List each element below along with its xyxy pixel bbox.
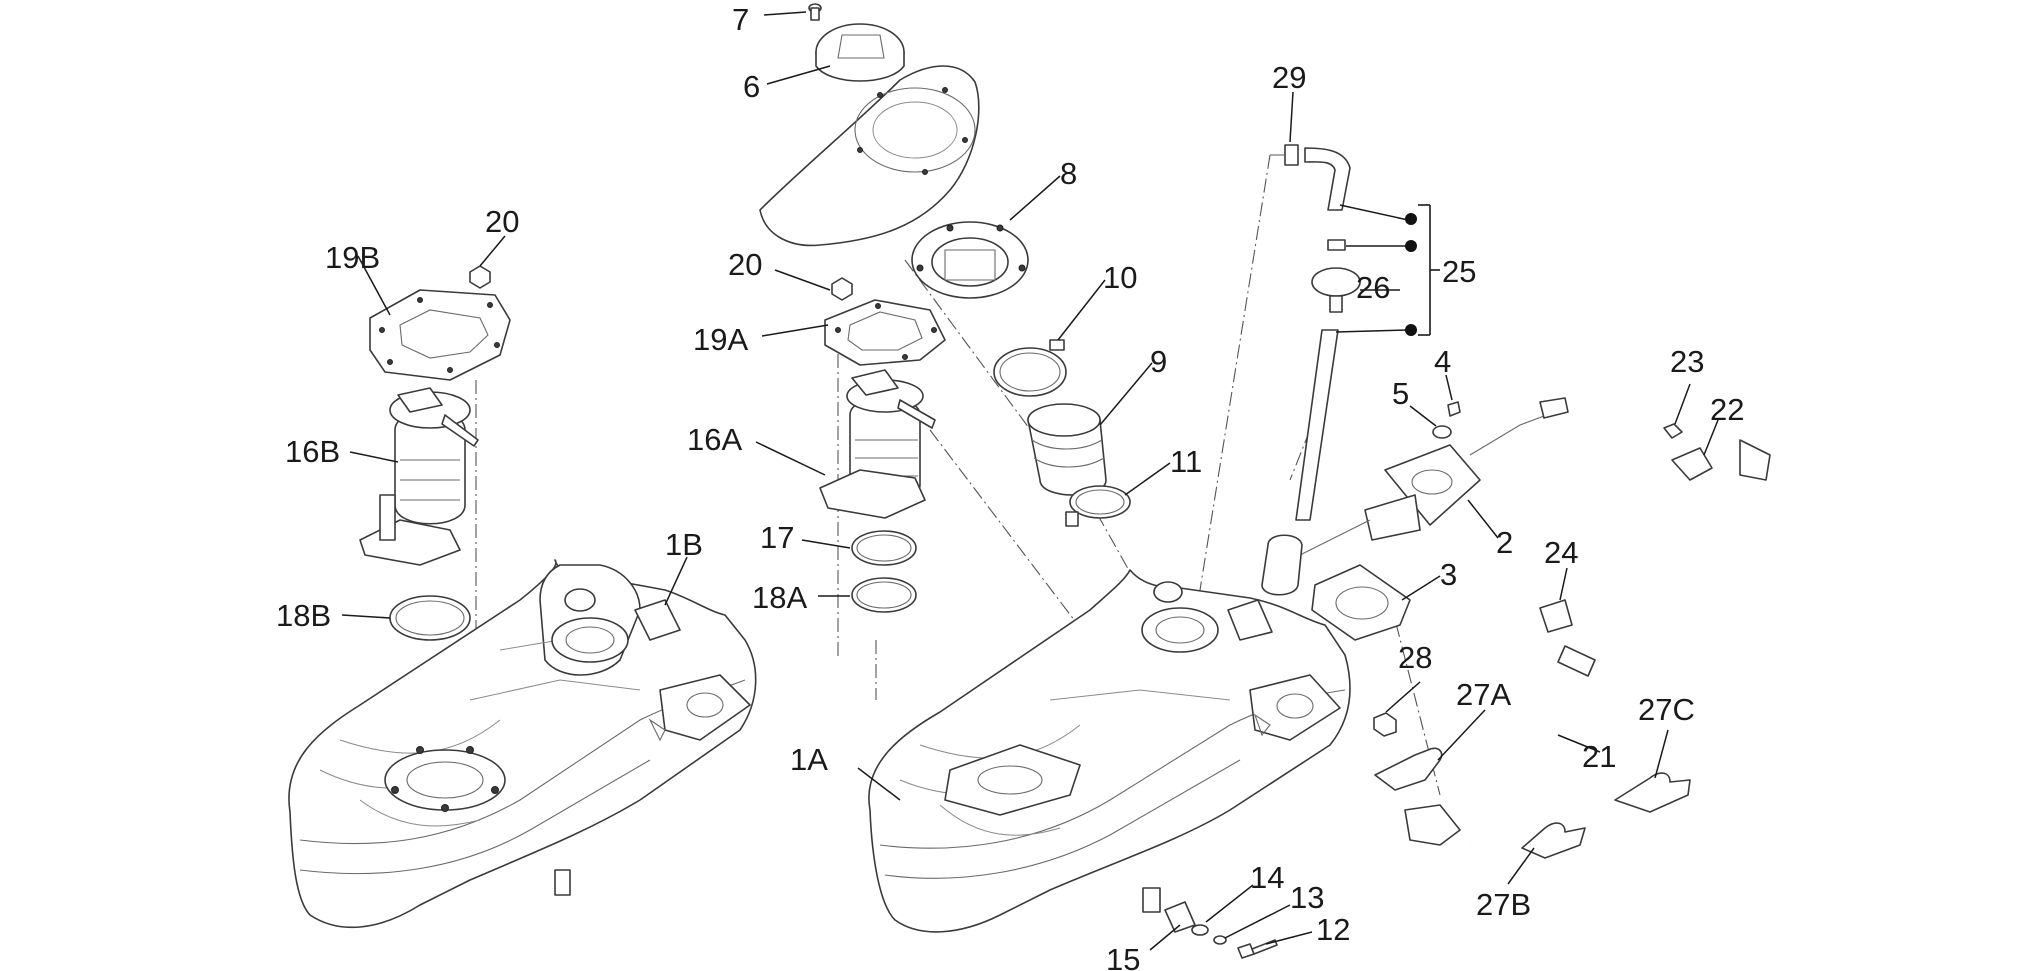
callout-24: 24 [1544, 535, 1578, 570]
callout-1a: 1A [790, 742, 828, 777]
nut-23 [1663, 423, 1683, 439]
nut-20-left [469, 265, 491, 289]
washer-14 [1191, 924, 1209, 936]
callout-3: 3 [1440, 557, 1457, 592]
bracket-15 [1164, 901, 1196, 933]
nut-28 [1373, 712, 1397, 737]
callout-4: 4 [1434, 344, 1451, 379]
vent-elbow-29 [1284, 144, 1351, 211]
hose-clamp-11 [1065, 485, 1131, 527]
callout-14: 14 [1250, 860, 1284, 895]
screw-4 [1447, 401, 1461, 417]
callout-27b: 27B [1476, 887, 1531, 922]
callout-13: 13 [1290, 880, 1324, 915]
callout-18a: 18A [752, 580, 807, 615]
bracket-27b [1521, 822, 1586, 859]
fuel-line-21 [1404, 439, 1771, 848]
o-ring-18a [851, 577, 917, 613]
bracket-27c [1614, 772, 1691, 813]
callout-10: 10 [1103, 260, 1137, 295]
hose-clamp-10 [993, 339, 1067, 397]
leader-lines [341, 11, 1719, 951]
washer-5 [1432, 425, 1452, 439]
callout-19b: 19B [325, 240, 380, 275]
bolt-7 [808, 3, 822, 21]
washer-13 [1213, 935, 1227, 945]
o-ring-18b [389, 595, 471, 641]
filler-hose-9 [1027, 403, 1107, 496]
callout-19a: 19A [693, 322, 748, 357]
callout-5: 5 [1392, 376, 1409, 411]
vent-tube [1295, 329, 1339, 521]
callout-22: 22 [1710, 392, 1744, 427]
gasket-19b [369, 289, 511, 381]
gasket-19a [824, 299, 946, 366]
hose-clip-24 [1539, 599, 1573, 633]
callout-7: 7 [732, 2, 749, 37]
fuel-cap-6 [815, 23, 905, 82]
callout-29: 29 [1272, 60, 1306, 95]
fuel-tank-1a [868, 569, 1351, 933]
nut-20-middle [831, 277, 853, 301]
callout-16a: 16A [687, 422, 742, 457]
fuel-pump-16a [819, 369, 936, 519]
callout-8: 8 [1060, 156, 1077, 191]
callout-11: 11 [1170, 444, 1202, 479]
vent-valve-26 [1311, 239, 1361, 313]
callout-17: 17 [760, 520, 794, 555]
fuel-pump-16b [359, 387, 479, 566]
callout-21: 21 [1582, 739, 1616, 774]
callout-12: 12 [1316, 912, 1350, 947]
filler-cover-panel [759, 65, 980, 247]
group-25-bracket [1405, 204, 1440, 336]
callout-25: 25 [1442, 254, 1476, 289]
callout-1b: 1B [665, 527, 703, 562]
clip-22 [1671, 447, 1713, 481]
callout-6: 6 [743, 69, 760, 104]
callout-28: 28 [1398, 640, 1432, 675]
callout-26: 26 [1356, 270, 1390, 305]
callout-15: 15 [1106, 942, 1140, 971]
callout-23: 23 [1670, 344, 1704, 379]
callout-27c: 27C [1638, 692, 1695, 727]
gasket-3 [1311, 564, 1411, 641]
bracket-27a [1374, 747, 1443, 791]
filler-flange-8 [911, 221, 1029, 299]
callout-labels: 7 6 8 10 9 11 20 19A 16A 17 18A 20 19B 1… [276, 2, 1744, 971]
callout-18b: 18B [276, 598, 331, 633]
callout-16b: 16B [285, 434, 340, 469]
callout-20-left: 20 [485, 204, 519, 239]
callout-2: 2 [1496, 525, 1513, 560]
fuel-level-sender-2 [1261, 397, 1569, 596]
callout-9: 9 [1150, 344, 1167, 379]
callout-20-middle: 20 [728, 247, 762, 282]
fuel-tank-1b [288, 559, 757, 929]
o-ring-17 [851, 530, 917, 566]
callout-27a: 27A [1456, 677, 1511, 712]
